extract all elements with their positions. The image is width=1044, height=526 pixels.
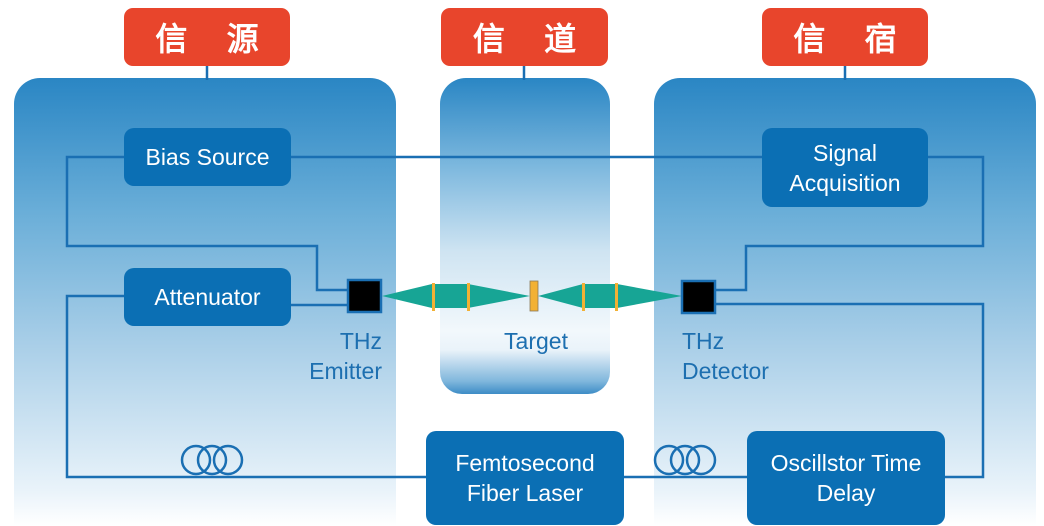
lens-icon	[432, 283, 435, 311]
target-sample-icon	[529, 280, 539, 312]
beam-segment-emitter	[382, 284, 530, 308]
time-delay-box: Oscillstor Time Delay	[747, 431, 945, 525]
lens-icon	[615, 283, 618, 311]
wire-signal-to-detector	[716, 155, 985, 292]
section-tag-channel: 信 道	[441, 8, 608, 66]
thz-beam	[382, 280, 682, 312]
thz-emitter-icon	[346, 278, 383, 314]
channel-panel	[440, 78, 610, 394]
lens-icon	[582, 283, 585, 311]
target-label: Target	[504, 328, 568, 354]
fiber-coil-left-icon	[180, 444, 244, 476]
bias-source-box: Bias Source	[124, 128, 291, 186]
detector-label: THz Detector	[682, 328, 769, 384]
beam-segment-detector	[538, 284, 682, 308]
signal-acquisition-box: Signal Acquisition	[762, 128, 928, 207]
section-tag-source: 信 源	[124, 8, 290, 66]
section-tag-sink: 信 宿	[762, 8, 928, 66]
wire-bias-to-emitter	[65, 155, 348, 292]
thz-detector-icon	[680, 279, 717, 315]
fiber-coil-right-icon	[653, 444, 717, 476]
femtosecond-laser-box: Femtosecond Fiber Laser	[426, 431, 624, 525]
attenuator-box: Attenuator	[124, 268, 291, 326]
wire-detector-to-delay	[716, 302, 985, 479]
lens-icon	[467, 283, 470, 311]
wire-attenuator-to-laser	[65, 294, 426, 479]
emitter-label: THz Emitter	[309, 328, 382, 384]
